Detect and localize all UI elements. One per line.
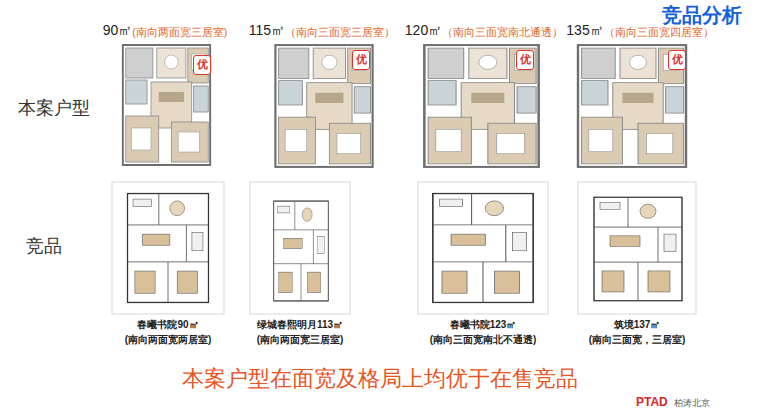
- competitor-note: (南向三面宽南北不通透): [430, 333, 537, 347]
- row-label: 本案户型: [18, 96, 90, 120]
- competitor-name: 筑境137㎡: [614, 318, 661, 332]
- label-text: 115㎡: [249, 22, 285, 38]
- label-text: 春曦书院123㎡: [450, 319, 517, 330]
- competitor-plans: [128, 194, 682, 303]
- competitor-note: (南向两面宽三居室): [257, 333, 344, 347]
- label-text: PTAD: [636, 395, 668, 409]
- conclusion: 本案户型在面宽及格局上均优于在售竞品: [182, 364, 578, 394]
- label-text: 柏涛北京: [674, 398, 710, 408]
- label-text: （南向三面宽四居室）: [604, 26, 714, 38]
- label-text: （南向三面宽三居室）: [285, 26, 395, 38]
- label-text: 春曦书院90㎡: [137, 319, 198, 330]
- competitor-note: (南向三面宽，三居室): [589, 333, 686, 347]
- area-heading: 115㎡: [249, 22, 285, 40]
- conclusion-text: 本案户型在面宽及格局上均优于在售竞品: [182, 366, 578, 391]
- title-text: 竞品分析: [662, 4, 742, 26]
- label-text: (南向两面宽两居室): [125, 334, 212, 345]
- layout-note: （南向三面宽南北通透）: [442, 26, 563, 40]
- label-text: 竞品: [26, 236, 62, 256]
- logo-mark: PTAD: [636, 395, 668, 409]
- stamp-text: 优: [520, 53, 531, 65]
- slide-title: 竞品分析: [662, 2, 742, 29]
- row-label: 竞品: [26, 234, 62, 258]
- logo-text: 柏涛北京: [674, 397, 710, 410]
- area-heading: 120㎡: [405, 22, 442, 40]
- competitor-note: (南向两面宽两居室): [125, 333, 212, 347]
- label-text: (南向三面宽南北不通透): [430, 334, 537, 345]
- area-heading: 90㎡: [103, 22, 133, 40]
- label-text: 90㎡: [103, 22, 133, 38]
- label-text: (南向两面宽三居室): [132, 26, 227, 38]
- label-text: （南向三面宽南北通透）: [442, 26, 563, 38]
- advantage-stamp: 优: [193, 55, 211, 75]
- our-plans: [123, 45, 686, 167]
- advantage-stamp: 优: [668, 50, 686, 70]
- label-text: 筑境137㎡: [614, 319, 661, 330]
- competitor-name: 春曦书院123㎡: [450, 318, 517, 332]
- label-text: (南向三面宽，三居室): [589, 334, 686, 345]
- label-text: 本案户型: [18, 98, 90, 118]
- area-heading: 135㎡: [566, 22, 603, 40]
- competitor-frames: [112, 182, 696, 314]
- stamp-text: 优: [356, 53, 367, 65]
- layout-note: （南向三面宽三居室）: [285, 26, 395, 40]
- competitor-name: 春曦书院90㎡: [137, 318, 198, 332]
- label-text: 120㎡: [405, 22, 442, 38]
- advantage-stamp: 优: [352, 50, 370, 70]
- stamp-text: 优: [197, 58, 208, 70]
- label-text: 135㎡: [566, 22, 603, 38]
- label-text: (南向两面宽三居室): [257, 334, 344, 345]
- layout-note: （南向三面宽四居室）: [604, 26, 714, 40]
- layout-note: (南向两面宽三居室): [132, 26, 227, 40]
- stamp-text: 优: [672, 53, 683, 65]
- advantage-stamp: 优: [516, 50, 534, 70]
- label-text: 绿城春熙明月113㎡: [257, 319, 343, 330]
- competitor-name: 绿城春熙明月113㎡: [257, 318, 343, 332]
